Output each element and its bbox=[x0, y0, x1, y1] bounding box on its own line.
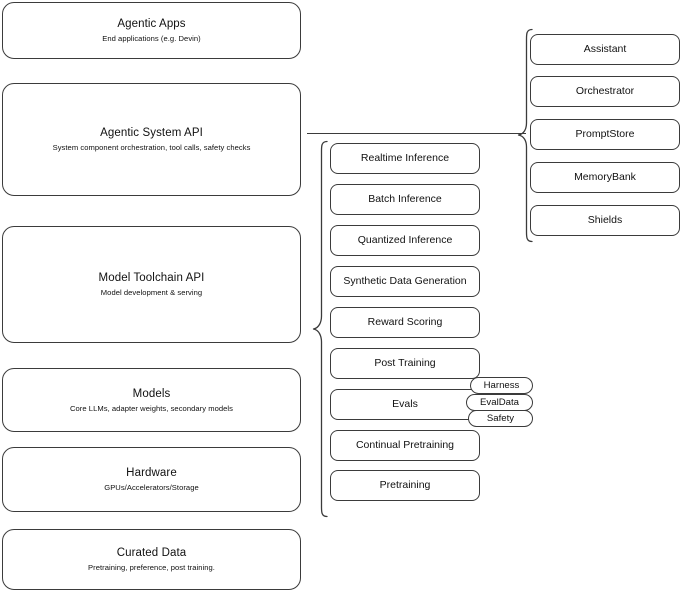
node-synthetic-data-generation[interactable]: Synthetic Data Generation bbox=[330, 266, 480, 297]
node-label: Batch Inference bbox=[368, 193, 442, 205]
node-label: Evals bbox=[392, 398, 418, 410]
layer-title: Hardware bbox=[126, 467, 177, 479]
node-memorybank[interactable]: MemoryBank bbox=[530, 162, 680, 193]
pill-harness[interactable]: Harness bbox=[470, 377, 533, 394]
node-label: Synthetic Data Generation bbox=[343, 275, 467, 287]
node-evals[interactable]: Evals bbox=[330, 389, 480, 420]
node-label: Orchestrator bbox=[575, 85, 635, 97]
node-label: Reward Scoring bbox=[367, 316, 443, 328]
node-shields[interactable]: Shields bbox=[530, 205, 680, 236]
node-assistant[interactable]: Assistant bbox=[530, 34, 680, 65]
layer-box-agentic-apps[interactable]: Agentic Apps End applications (e.g. Devi… bbox=[2, 2, 301, 59]
layer-box-curated-data[interactable]: Curated Data Pretraining, preference, po… bbox=[2, 529, 301, 590]
node-label: Pretraining bbox=[379, 479, 431, 491]
pill-label: Harness bbox=[483, 380, 520, 391]
node-post-training[interactable]: Post Training bbox=[330, 348, 480, 379]
node-label: Assistant bbox=[583, 43, 627, 55]
pill-safety[interactable]: Safety bbox=[468, 410, 533, 427]
node-label: Realtime Inference bbox=[360, 152, 450, 164]
pill-label: Safety bbox=[486, 413, 515, 424]
layer-box-models[interactable]: Models Core LLMs, adapter weights, secon… bbox=[2, 368, 301, 432]
node-label: Continual Pretraining bbox=[355, 439, 455, 451]
connector-line-system-api-to-components bbox=[307, 133, 526, 135]
layer-subtitle: System component orchestration, tool cal… bbox=[52, 143, 251, 152]
layer-box-agentic-system-api[interactable]: Agentic System API System component orch… bbox=[2, 83, 301, 196]
layer-title: Curated Data bbox=[116, 547, 187, 559]
layer-title: Model Toolchain API bbox=[98, 272, 205, 284]
node-label: Quantized Inference bbox=[357, 234, 453, 246]
pill-label: EvalData bbox=[480, 397, 519, 408]
node-label: MemoryBank bbox=[574, 171, 636, 183]
layer-title: Agentic Apps bbox=[117, 18, 186, 30]
node-reward-scoring[interactable]: Reward Scoring bbox=[330, 307, 480, 338]
layer-title: Agentic System API bbox=[100, 127, 203, 139]
brace-agentic-system-components bbox=[517, 28, 533, 243]
layer-subtitle: Pretraining, preference, post training. bbox=[88, 563, 215, 572]
node-label: PromptStore bbox=[575, 128, 635, 140]
layer-box-hardware[interactable]: Hardware GPUs/Accelerators/Storage bbox=[2, 447, 301, 512]
node-label: Post Training bbox=[374, 357, 436, 369]
node-batch-inference[interactable]: Batch Inference bbox=[330, 184, 480, 215]
node-label: Shields bbox=[587, 214, 623, 226]
layer-box-model-toolchain-api[interactable]: Model Toolchain API Model development & … bbox=[2, 226, 301, 343]
node-pretraining[interactable]: Pretraining bbox=[330, 470, 480, 501]
layer-subtitle: GPUs/Accelerators/Storage bbox=[104, 483, 199, 492]
node-promptstore[interactable]: PromptStore bbox=[530, 119, 680, 150]
layer-subtitle: Model development & serving bbox=[100, 288, 203, 297]
layer-subtitle: End applications (e.g. Devin) bbox=[102, 34, 201, 43]
layer-subtitle: Core LLMs, adapter weights, secondary mo… bbox=[69, 403, 233, 413]
node-realtime-inference[interactable]: Realtime Inference bbox=[330, 143, 480, 174]
node-orchestrator[interactable]: Orchestrator bbox=[530, 76, 680, 107]
layer-title: Models bbox=[132, 387, 171, 400]
node-continual-pretraining[interactable]: Continual Pretraining bbox=[330, 430, 480, 461]
brace-model-toolchain bbox=[312, 140, 328, 518]
node-quantized-inference[interactable]: Quantized Inference bbox=[330, 225, 480, 256]
pill-evaldata[interactable]: EvalData bbox=[466, 394, 533, 411]
